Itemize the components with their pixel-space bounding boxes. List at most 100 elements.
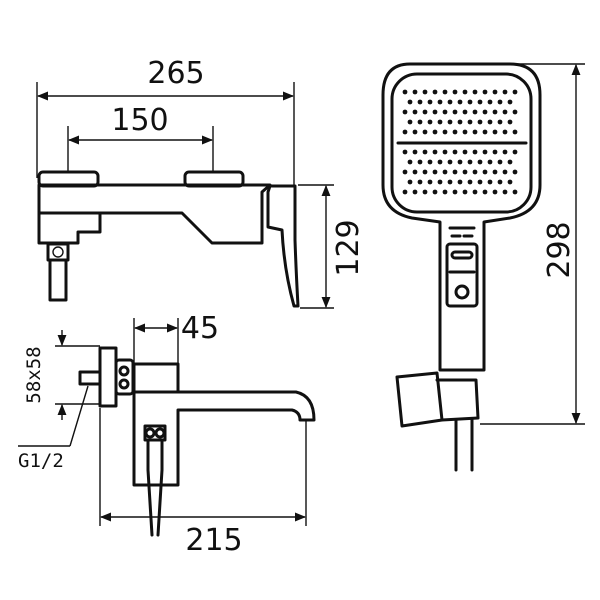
left-inlet-pipe (48, 258, 68, 302)
nozzle-hole (407, 119, 413, 125)
shower-face (390, 72, 533, 214)
nozzle-hole (502, 89, 508, 95)
nozzle-hole (447, 119, 453, 125)
hand-shower: 298 (381, 62, 585, 472)
nozzle-hole (487, 159, 493, 165)
nozzle-hole (472, 169, 478, 175)
holder-bracket (435, 378, 480, 422)
nozzle-hole (452, 149, 458, 155)
nozzle-hole (467, 179, 473, 185)
nozzle-hole (497, 119, 503, 125)
mixer-lever (266, 184, 300, 308)
nozzle-hole (477, 179, 483, 185)
wall-holder (395, 371, 444, 428)
nozzle-hole (422, 89, 428, 95)
nozzle-hole (492, 189, 498, 195)
nozzle-hole (457, 119, 463, 125)
top-view-mixer: 265 150 129 (36, 56, 366, 309)
nozzle-hole (507, 179, 513, 185)
nozzle-hole (407, 99, 413, 105)
dimension-150: 150 (111, 103, 168, 138)
left-eccentric-cover (37, 170, 100, 188)
nozzle-hole (467, 99, 473, 105)
nozzle-hole (502, 189, 508, 195)
shower-head-outline (381, 62, 542, 372)
nozzle-hole (427, 179, 433, 185)
nozzle-hole (462, 109, 468, 115)
cartridge-mark-left (144, 427, 156, 439)
nozzle-hole (402, 89, 408, 95)
nozzle-hole (437, 119, 443, 125)
nozzle-hole (512, 89, 518, 95)
nozzle-hole (442, 169, 448, 175)
nozzle-hole (512, 129, 518, 135)
nozzle-hole (407, 179, 413, 185)
nozzle-hole (442, 129, 448, 135)
nozzle-hole (492, 89, 498, 95)
nozzle-hole (432, 109, 438, 115)
nozzle-hole (402, 169, 408, 175)
dimension-265: 265 (147, 56, 204, 91)
left-inlet-nut (46, 242, 70, 262)
nozzle-hole (497, 99, 503, 105)
nozzle-hole (422, 109, 428, 115)
nut-detail-bottom (118, 378, 130, 390)
nozzle-hole (507, 99, 513, 105)
nozzle-hole (402, 149, 408, 155)
nozzle-hole (512, 169, 518, 175)
nozzle-hole (412, 149, 418, 155)
nozzle-hole (447, 99, 453, 105)
control-panel (445, 242, 479, 308)
nozzle-hole (422, 129, 428, 135)
nozzle-hole (502, 129, 508, 135)
nozzle-hole (437, 179, 443, 185)
shower-hose (454, 418, 474, 472)
nozzle-hole (447, 159, 453, 165)
nozzle-hole (512, 149, 518, 155)
nozzle-hole (462, 149, 468, 155)
nozzle-hole (467, 159, 473, 165)
nozzle-hole (427, 119, 433, 125)
nozzle-hole (442, 189, 448, 195)
nozzle-hole (492, 169, 498, 175)
nozzle-hole (462, 129, 468, 135)
nozzle-hole (422, 169, 428, 175)
nozzle-hole (462, 189, 468, 195)
nozzle-hole (432, 189, 438, 195)
nozzle-hole (487, 99, 493, 105)
nozzle-hole (472, 89, 478, 95)
nozzle-hole (477, 119, 483, 125)
thread-label: G1/2 (18, 450, 64, 472)
side-view-mixer: 45 58x58 G1/2 215 (18, 311, 316, 558)
dimension-215: 215 (185, 523, 242, 558)
nozzle-hole (482, 109, 488, 115)
nut-detail-top (118, 365, 130, 377)
nozzle-hole (502, 169, 508, 175)
nozzle-hole (452, 109, 458, 115)
nozzle-hole (402, 109, 408, 115)
nozzle-hole (417, 179, 423, 185)
nozzle-hole (402, 189, 408, 195)
nozzle-hole (462, 169, 468, 175)
thread-stub (78, 370, 102, 386)
right-eccentric-cover (183, 170, 245, 188)
nozzle-hole (452, 89, 458, 95)
nozzle-hole (507, 119, 513, 125)
nozzle-hole (487, 119, 493, 125)
nozzle-hole (507, 159, 513, 165)
nozzle-hole (417, 119, 423, 125)
nozzle-hole (412, 189, 418, 195)
dimension-58x58: 58x58 (23, 346, 45, 403)
nozzle-hole (432, 169, 438, 175)
nozzle-hole (412, 129, 418, 135)
nozzle-hole (512, 189, 518, 195)
nozzle-hole (437, 159, 443, 165)
nozzle-hole (492, 109, 498, 115)
nozzle-hole (432, 89, 438, 95)
nozzle-hole (482, 149, 488, 155)
nozzle-hole (402, 129, 408, 135)
flow-button-icon (454, 284, 470, 300)
nozzle-hole (462, 89, 468, 95)
nozzle-hole (457, 179, 463, 185)
